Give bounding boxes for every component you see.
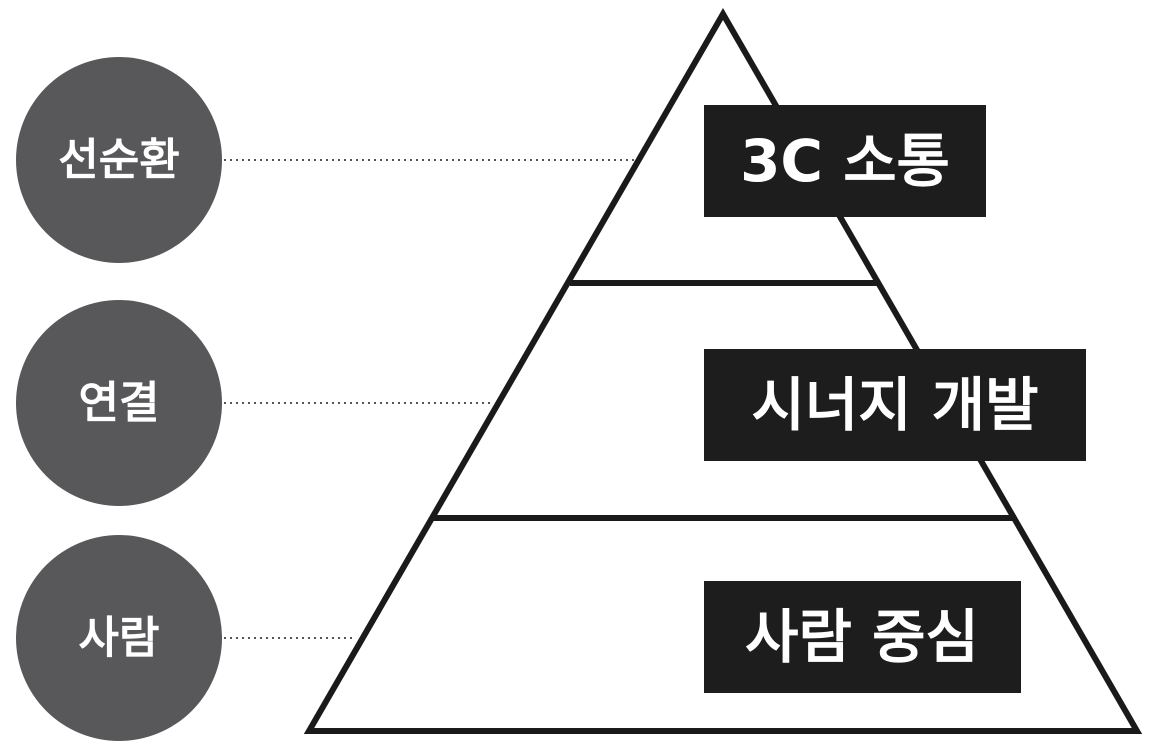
level-circle-label-top: 선순환 (58, 135, 179, 186)
level-circle-label-bottom: 사람 (79, 613, 160, 664)
level-circle-bottom (16, 535, 222, 741)
tier-label-middle: 시너지 개발 (752, 371, 1039, 439)
tier-label-box-bottom (704, 581, 1021, 693)
level-circle-top (16, 57, 222, 263)
tier-label-bottom: 사람 중심 (745, 603, 979, 671)
tier-label-box-middle (704, 349, 1086, 461)
level-circle-middle (16, 300, 222, 506)
tier-label-box-top (704, 105, 986, 217)
tier-label-top: 3C 소통 (740, 127, 950, 195)
level-circle-label-middle: 연결 (79, 378, 160, 429)
